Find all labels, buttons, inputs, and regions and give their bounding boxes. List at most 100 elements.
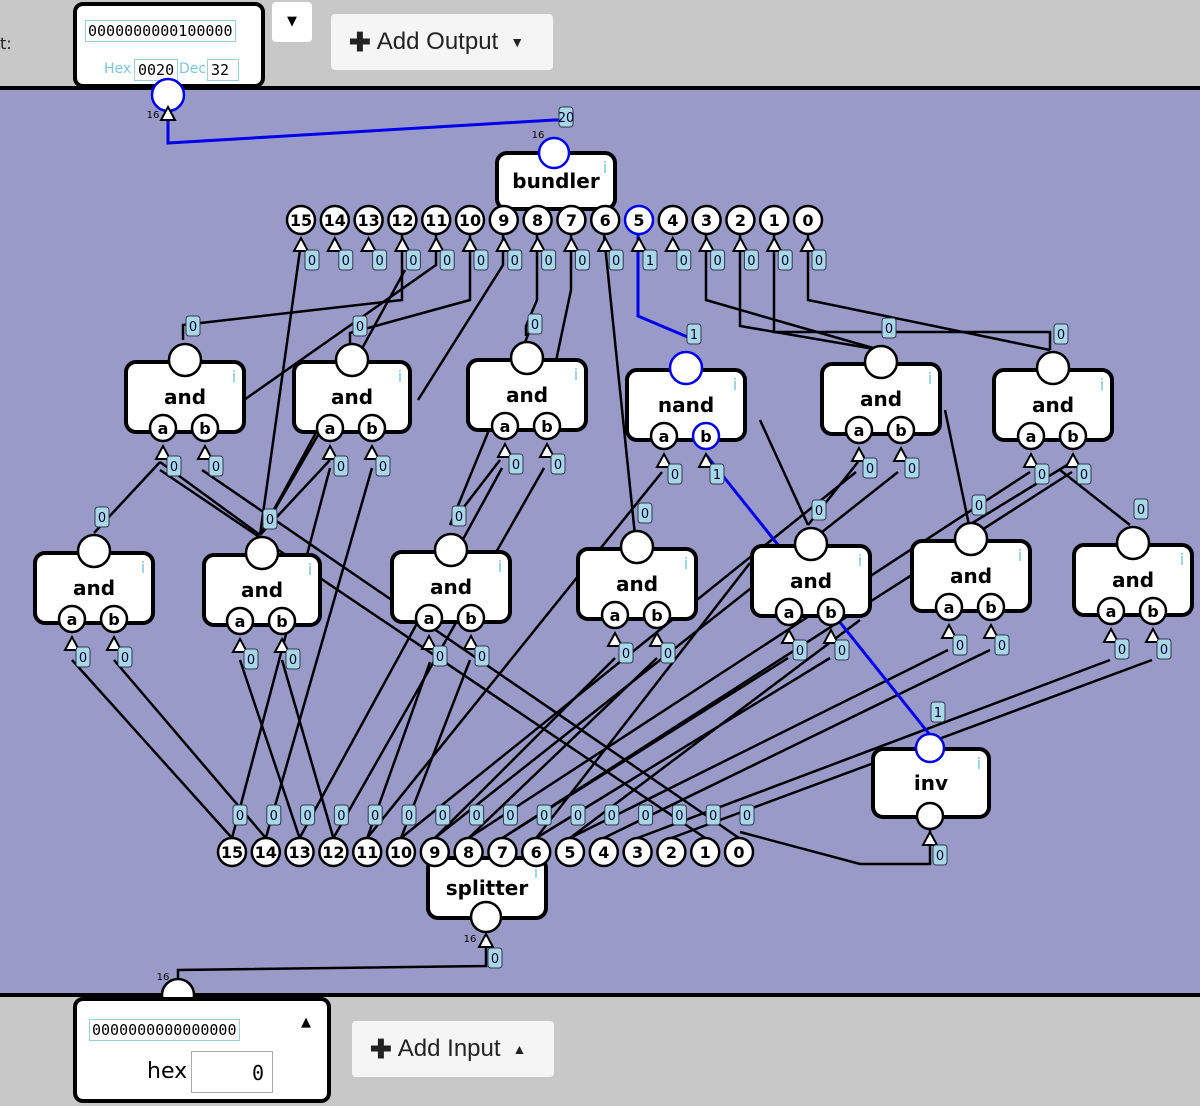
gate-7-output[interactable] <box>244 535 280 571</box>
bundler-bit-0[interactable] <box>792 204 824 236</box>
gate-9-a-value <box>618 642 634 664</box>
gate-10-output[interactable] <box>793 526 829 562</box>
bundler-bit-1[interactable] <box>758 204 790 236</box>
output-menu-toggle[interactable]: ▼ <box>272 2 312 42</box>
bundler-bit-2[interactable] <box>725 204 756 236</box>
gate-7-input-b[interactable] <box>267 606 297 636</box>
gate-3-input-b[interactable] <box>691 421 721 451</box>
splitter-bit-12[interactable] <box>318 836 349 868</box>
input-menu-toggle[interactable]: ▲ <box>286 1003 326 1043</box>
gate-2-input-b[interactable] <box>532 411 562 441</box>
splitter-bit-4[interactable] <box>588 836 620 868</box>
gate-12-output[interactable] <box>1115 525 1151 561</box>
splitter-bit-2[interactable] <box>656 836 687 868</box>
splitter-bit-7[interactable] <box>487 836 518 868</box>
output-bits-field[interactable]: 0000000000100000 <box>85 20 236 42</box>
splitter-bit-0[interactable] <box>723 836 755 868</box>
splitter-bit-9[interactable] <box>419 836 451 868</box>
splitter-bit-10[interactable] <box>385 836 417 868</box>
bundler-bit-arrow <box>799 235 817 252</box>
gate-4-input-b[interactable] <box>886 415 916 445</box>
gate-0-output[interactable] <box>167 342 203 378</box>
gate-9-input-a[interactable] <box>600 600 630 630</box>
bundler-bit-13[interactable] <box>353 204 384 236</box>
output-dec-field[interactable]: 32 <box>207 59 239 81</box>
splitter-bit-8[interactable] <box>453 836 484 868</box>
gate-10-input-b[interactable] <box>816 597 846 627</box>
caret-up-icon: ▲ <box>512 1041 527 1057</box>
add-input-button[interactable]: ✚ Add Input ▲ <box>352 1021 554 1077</box>
gate-6-output[interactable] <box>76 533 112 569</box>
input-bits-field[interactable]: 0000000000000000 <box>89 1019 240 1041</box>
gate-2-output[interactable] <box>509 340 545 376</box>
bundler-bit-5[interactable] <box>623 204 655 236</box>
gate-input-arrow <box>1144 626 1162 643</box>
gate-11-input-b[interactable] <box>976 592 1006 622</box>
internal-wire <box>968 460 1073 527</box>
bundler-bit-12[interactable] <box>387 204 418 236</box>
gate-7-input-a[interactable] <box>225 606 255 636</box>
splitter-bit-value <box>638 804 654 826</box>
bundler-bit-9[interactable] <box>488 204 520 236</box>
add-output-button[interactable]: ✚ Add Output ▼ <box>331 14 553 70</box>
bundler-bit-10[interactable] <box>454 204 486 236</box>
bundler-bit-4[interactable] <box>657 204 689 236</box>
bundler-bit-value-text: 0 <box>511 254 519 269</box>
gate-8-input-b[interactable] <box>456 603 486 633</box>
input-hex-field[interactable]: 0 <box>191 1051 273 1093</box>
splitter-bit-15[interactable] <box>216 836 248 868</box>
splitter-bit-14[interactable] <box>250 836 282 868</box>
gate-9-output[interactable] <box>619 529 655 565</box>
bundler-bit-6[interactable] <box>589 204 621 236</box>
bundler-output-pin[interactable] <box>537 136 571 170</box>
gate-3-output[interactable] <box>668 350 704 386</box>
inverter-output-pin[interactable] <box>914 732 946 764</box>
bundler-bit-14[interactable] <box>319 204 351 236</box>
bundler-bit-11[interactable] <box>420 204 452 236</box>
output-hex-field[interactable]: 0020 <box>134 59 179 81</box>
splitter-bit-5[interactable] <box>554 836 586 868</box>
splitter-bit-3[interactable] <box>622 836 653 868</box>
bundler-bit-3[interactable] <box>691 204 722 236</box>
gate-5-input-b[interactable] <box>1058 421 1088 451</box>
gate-0-input-b[interactable] <box>190 413 220 443</box>
inverter-input-pin[interactable] <box>915 801 945 831</box>
internal-wire <box>758 419 810 526</box>
gate-8-b-value-text: 0 <box>478 650 486 665</box>
caret-down-icon: ▼ <box>287 14 297 29</box>
gate-5-output[interactable] <box>1035 350 1071 386</box>
gate-11-a-value <box>952 634 968 656</box>
splitter-bit-1[interactable] <box>689 836 721 868</box>
gate-12-input-b[interactable] <box>1138 596 1168 626</box>
gate-4-output[interactable] <box>863 344 899 380</box>
bundler-bit-arrow <box>731 235 750 252</box>
gate-2-input-a[interactable] <box>490 411 520 441</box>
gate-6-input-b[interactable] <box>99 604 129 634</box>
splitter-bit-11[interactable] <box>351 836 383 868</box>
bundler-bit-15[interactable] <box>285 204 317 236</box>
gate-12-input-a[interactable] <box>1096 596 1126 626</box>
splitter-bit-13[interactable] <box>284 836 315 868</box>
gate-8-input-a[interactable] <box>414 603 444 633</box>
gate-1-output[interactable] <box>334 342 370 378</box>
gate-9-input-b[interactable] <box>642 600 672 630</box>
gate-11-input-a[interactable] <box>934 592 964 622</box>
splitter-fanout-wire <box>535 562 751 839</box>
gate-0-input-a[interactable] <box>148 413 178 443</box>
splitter-bit-value <box>705 804 721 826</box>
splitter-bit-5-label: 5 <box>564 843 575 862</box>
gate-6-input-a[interactable] <box>57 604 87 634</box>
gate-input-arrow <box>273 636 291 653</box>
gate-1-input-b[interactable] <box>357 413 387 443</box>
gate-5-input-a[interactable] <box>1016 421 1046 451</box>
gate-3-input-a[interactable] <box>649 421 679 451</box>
splitter-bit-6[interactable] <box>520 836 552 868</box>
gate-1-input-a[interactable] <box>315 413 345 443</box>
bundler-bit-7[interactable] <box>556 204 587 236</box>
gate-4-input-a[interactable] <box>844 415 874 445</box>
gate-8-output[interactable] <box>433 532 469 568</box>
gate-11-output[interactable] <box>953 521 989 557</box>
bundler-bit-8[interactable] <box>522 204 553 236</box>
splitter-input-pin[interactable] <box>469 900 503 934</box>
gate-10-input-a[interactable] <box>774 597 804 627</box>
